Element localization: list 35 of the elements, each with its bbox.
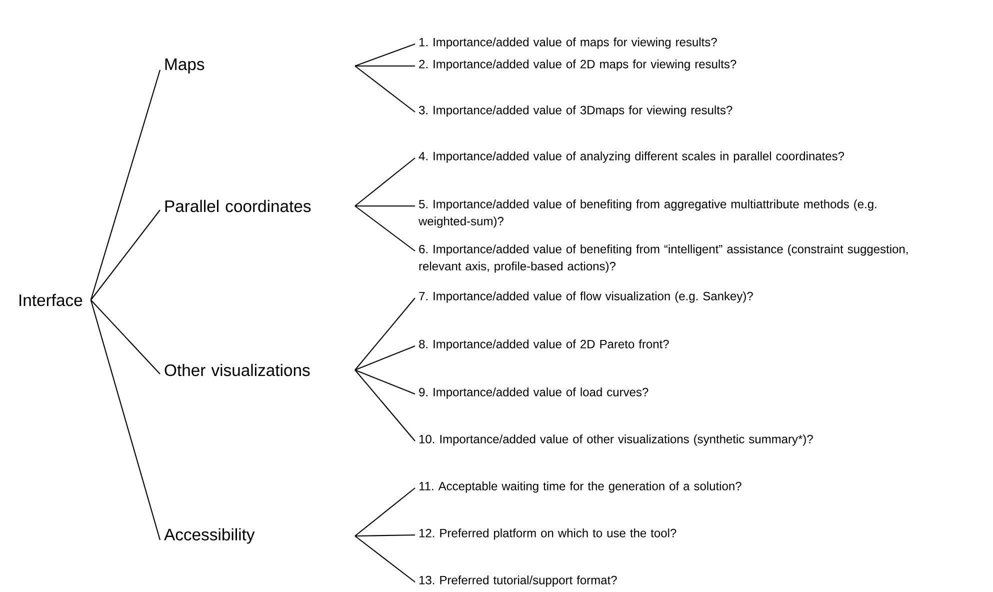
branch-line xyxy=(354,370,416,394)
question-text: 1. Importance/added value of maps for viewing results? xyxy=(419,38,717,49)
question-text: 7. Importance/added value of flow visualization (e.g. Sankey)? xyxy=(419,292,753,303)
branch-line xyxy=(355,534,416,537)
branch-line xyxy=(354,206,416,252)
question-text: 6. Importance/added value of benefiting from “intelligent” assistance (constraint suggestion, relevant axis, profile-based actions)? xyxy=(419,244,908,273)
category-label: Accessibility xyxy=(164,528,255,544)
category-label: Other visualizations xyxy=(164,364,310,376)
branch-line xyxy=(90,300,160,374)
question-text: 12. Preferred platform on which to use the tool? xyxy=(419,528,676,540)
branch-line xyxy=(354,298,416,370)
branch-line xyxy=(90,300,161,540)
branch-line xyxy=(355,205,415,207)
branch-line xyxy=(354,44,416,66)
branch-line xyxy=(354,66,416,112)
branch-line xyxy=(355,65,415,67)
question-text: 11. Acceptable waiting time for the generation of a solution? xyxy=(419,482,742,493)
branch-line xyxy=(354,158,416,206)
question-text: 3. Importance/added value of 3Dmaps for viewing results? xyxy=(419,106,732,117)
question-text: 9. Importance/added value of load curves? xyxy=(419,388,648,399)
branch-line xyxy=(354,346,416,370)
branch-line xyxy=(90,210,160,300)
question-text: 5. Importance/added value of benefiting from aggregative multiattribute methods (e.g. weighted-sum)? xyxy=(418,200,876,228)
question-text: 10. Importance/added value of other visualizations (synthetic summary*)? xyxy=(419,434,813,446)
question-text: 4. Importance/added value of analyzing different scales in parallel coordinates? xyxy=(418,152,844,163)
branch-line xyxy=(354,370,416,442)
question-text: 8. Importance/added value of 2D Pareto front? xyxy=(419,340,669,351)
category-label: Parallel coordinates xyxy=(165,200,311,212)
question-text: 13. Preferred tutorial/support format? xyxy=(419,576,617,587)
branch-line xyxy=(354,536,416,582)
branch-line xyxy=(354,488,416,536)
category-label: Maps xyxy=(165,58,204,74)
root-label: Interface xyxy=(20,294,82,306)
branch-line xyxy=(90,70,161,300)
question-text: 2. Importance/added value of 2D maps for viewing results? xyxy=(419,60,736,71)
